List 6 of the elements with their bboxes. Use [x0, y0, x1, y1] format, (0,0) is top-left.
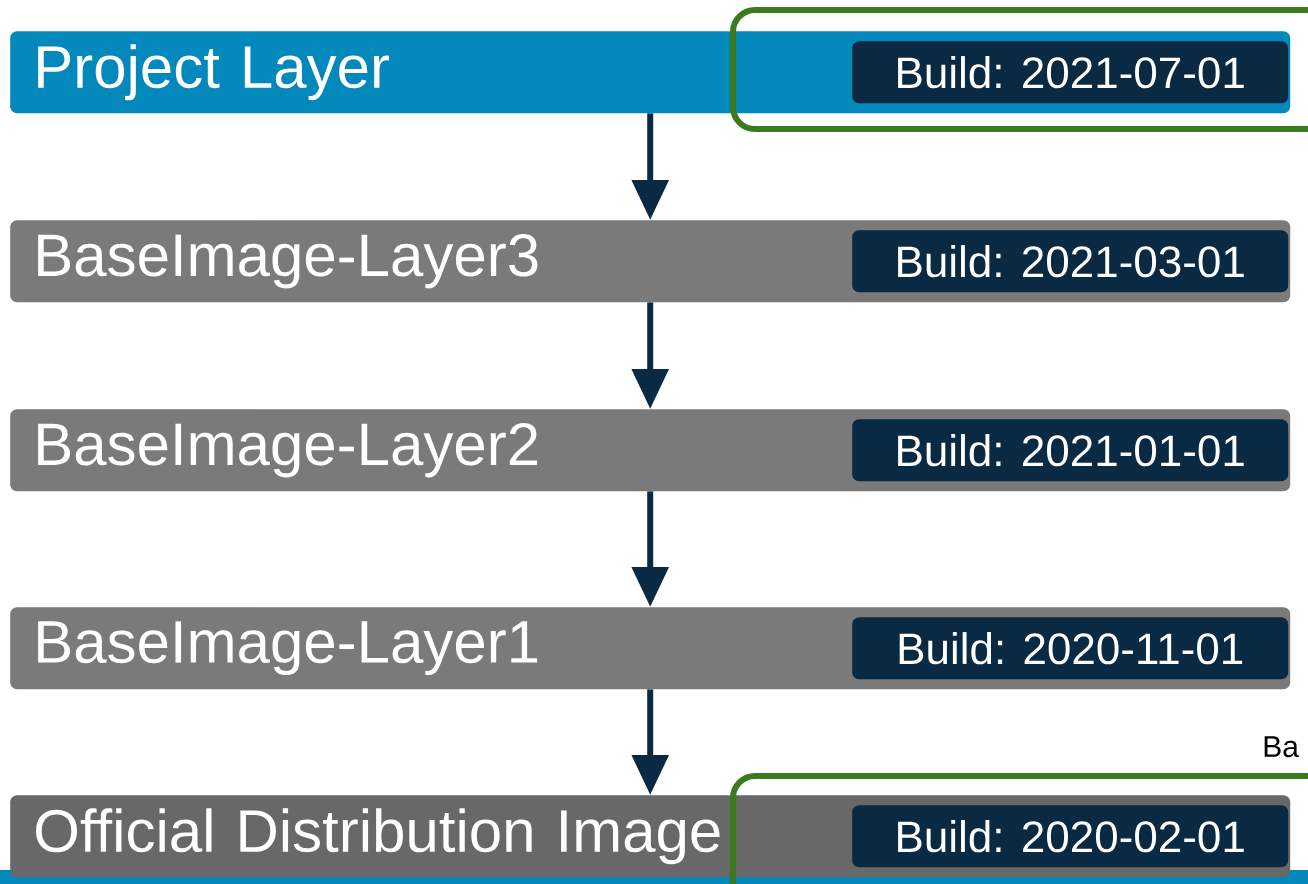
- build-tag: Build: 2021-07-01: [852, 41, 1289, 104]
- build-tag: Build: 2020-11-01: [852, 617, 1289, 680]
- build-tag: Build: 2021-03-01: [852, 230, 1289, 293]
- build-tag: Build: 2021-01-01: [852, 419, 1289, 482]
- build-tag: Build: 2020-02-01: [852, 805, 1289, 868]
- note-text: Ba: [1264, 736, 1299, 758]
